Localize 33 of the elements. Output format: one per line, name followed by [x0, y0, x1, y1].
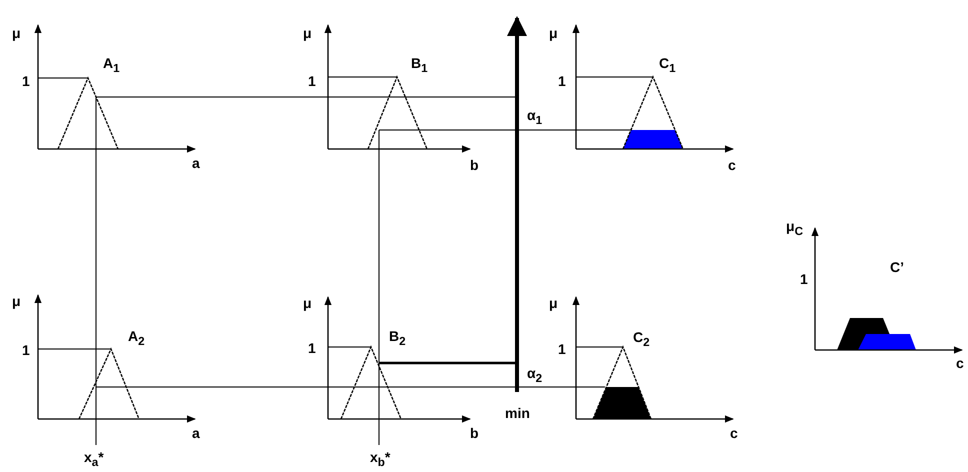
- axis-label: μ: [12, 26, 21, 40]
- tick-label: 1: [308, 74, 316, 88]
- axis-label: a: [192, 156, 200, 170]
- set-label: A$_{2}$: [128, 329, 145, 348]
- tick-label: 1: [558, 74, 566, 88]
- axis-label: μ: [303, 26, 312, 40]
- alpha-label: α$_{1}$: [527, 108, 542, 126]
- axis-label: min: [505, 406, 530, 420]
- set-label: C$_{1}$: [659, 56, 676, 74]
- tick-label: 1: [558, 342, 566, 356]
- tick-label: 1: [22, 343, 30, 357]
- input-value-label: x$_{b}$*: [370, 450, 390, 468]
- tick-label: 1: [308, 341, 316, 355]
- set-label: A$_{1}$: [103, 56, 120, 74]
- alpha-label: α$_{2}$: [527, 366, 542, 384]
- axis-label: c: [956, 356, 964, 370]
- axis-label: μ: [12, 294, 21, 308]
- axis-label: μ: [303, 296, 312, 310]
- axis-label: μ: [549, 296, 558, 310]
- axis-label: μ$_{C}$: [786, 219, 803, 238]
- input-value-label: x$_{a}$*: [84, 450, 104, 468]
- axis-label: c: [728, 158, 736, 172]
- axis-label: b: [470, 426, 479, 440]
- set-label: B$_{1}$: [411, 56, 428, 74]
- axis-label: c: [730, 426, 738, 440]
- axis-label: b: [470, 158, 479, 172]
- set-label: C$_{2}$: [633, 330, 650, 348]
- tick-label: 1: [800, 272, 808, 286]
- axis-label: μ: [549, 26, 558, 40]
- axis-label: a: [192, 426, 200, 440]
- set-label: B$_{2}$: [389, 329, 406, 348]
- set-label: C’: [890, 260, 904, 274]
- tick-label: 1: [22, 74, 30, 88]
